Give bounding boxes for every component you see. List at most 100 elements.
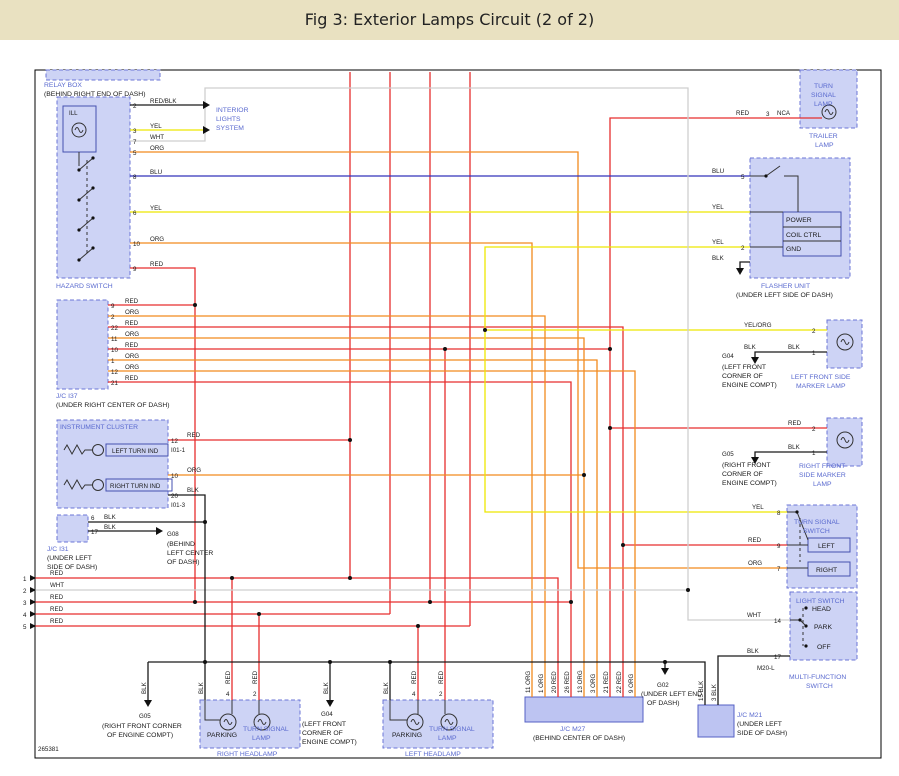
diagram-label: G05 xyxy=(139,713,151,720)
diagram-label: BLU xyxy=(712,168,724,175)
left-turn-ind-box xyxy=(105,443,169,457)
diagram-label: 10 xyxy=(171,473,178,480)
diagram-label: 2 xyxy=(23,588,27,595)
diagram-label: 7 xyxy=(777,566,781,573)
diagram-label: RED xyxy=(225,670,232,684)
connector-1-icon xyxy=(30,575,36,581)
diagram-label: LIGHTS xyxy=(216,116,241,123)
diagram-label: 3 ORG xyxy=(590,674,597,693)
diagram-label: BLK xyxy=(788,344,801,351)
diagram-label: G02 xyxy=(657,682,669,689)
diagram-label: 3 xyxy=(766,111,770,118)
right-turn-signal-lamp-icon xyxy=(253,713,271,731)
diagram-label: BLK xyxy=(383,681,390,694)
ground-g05-icon xyxy=(144,700,152,707)
diagram-label: FLASHER UNIT xyxy=(761,283,810,290)
jc-m21-box xyxy=(697,704,735,738)
diagram-label: YEL xyxy=(150,123,162,130)
diagram-label: 5 xyxy=(133,150,137,157)
diagram-label: RED xyxy=(438,670,445,684)
diagram-label: BLK xyxy=(788,444,801,451)
hazard-ill-lamp-icon xyxy=(71,122,87,138)
diagram-label: POWER xyxy=(786,217,812,224)
diagram-label: LEFT xyxy=(818,543,835,550)
diagram-label: 265381 xyxy=(38,746,59,753)
instrument-cluster-box xyxy=(56,419,169,509)
diagram-label: LAMP xyxy=(815,142,834,149)
diagram-label: 3 xyxy=(133,128,137,135)
diagram-label: PARKING xyxy=(207,732,237,739)
diagram-label: BLK xyxy=(712,255,725,262)
diagram-label: MARKER LAMP xyxy=(796,383,846,390)
diagram-label: SIDE MARKER xyxy=(799,472,846,479)
light-switch-box xyxy=(789,591,858,661)
diagram-label: BLK xyxy=(104,524,117,531)
diagram-label: BLK xyxy=(744,344,757,351)
diagram-label: 2 xyxy=(812,328,816,335)
diagram-label: G04 xyxy=(321,711,333,718)
left-parking-lamp-icon xyxy=(406,713,424,731)
wires-white xyxy=(35,87,790,621)
diagram-label: ORG xyxy=(187,467,201,474)
diagram-label: ORG xyxy=(150,145,164,152)
right-marker-lamp-icon xyxy=(836,431,854,449)
diagram-label: I01-3 xyxy=(171,502,186,509)
symbols xyxy=(30,101,759,707)
diagram-label: BLK xyxy=(747,648,760,655)
diagram-label: RED xyxy=(736,110,750,117)
wires-yellow xyxy=(130,129,827,513)
diagram-label: LAMP xyxy=(252,735,271,742)
diagram-label: YEL/ORG xyxy=(744,322,772,329)
diagram-label: 9 ORG xyxy=(628,674,635,693)
diagram-label: RED xyxy=(748,537,762,544)
lamp-icons xyxy=(71,104,854,731)
diagram-label: (RIGHT FRONT CORNER xyxy=(102,723,182,730)
right-turn-ind-box xyxy=(105,478,173,492)
diagram-label: SWITCH xyxy=(803,528,830,535)
diagram-label: RED xyxy=(150,261,164,268)
diagram-label: 21 RED xyxy=(603,671,610,693)
diagram-label: ORG xyxy=(150,236,164,243)
diagram-label: J/C M27 xyxy=(560,726,586,733)
jc-i37-box xyxy=(56,299,109,390)
connector-5-icon xyxy=(30,623,36,629)
diagram-label: BLK xyxy=(104,514,117,521)
diagram-label: (RIGHT FRONT xyxy=(722,462,771,469)
diagram-label: RED xyxy=(125,375,139,382)
diagram-label: 20 xyxy=(171,493,178,500)
diagram-label: 4 xyxy=(23,612,27,619)
diagram-label: 5 xyxy=(741,174,745,181)
diagram-label: ENGINE COMPT) xyxy=(722,480,777,487)
diagram-label: HEAD xyxy=(812,606,831,613)
right-headlamp-box xyxy=(199,699,301,749)
diagram-label: 12 xyxy=(111,369,118,376)
diagram-label: 2 xyxy=(253,691,257,698)
diagram-label: ORG xyxy=(125,309,139,316)
diagram-label: ENGINE COMPT) xyxy=(722,382,777,389)
diagram-label: BLK xyxy=(198,681,205,694)
diagram-label: BLK xyxy=(187,487,200,494)
diagram-label: 11 xyxy=(111,336,118,343)
diagram-label: (BEHIND xyxy=(167,541,195,548)
diagram-label: 4 xyxy=(226,691,230,698)
diagram-label: RIGHT FRONT xyxy=(799,463,845,470)
diagram-label: YEL xyxy=(752,504,764,511)
component-internals xyxy=(63,152,841,721)
diagram-label: RED xyxy=(50,570,64,577)
diagram-label: (UNDER LEFT xyxy=(737,721,782,728)
diagram-label: J/C I31 xyxy=(47,546,69,553)
diagram-label: NCA xyxy=(777,110,791,117)
flasher-inner-box xyxy=(782,211,842,257)
diagram-label: TURN xyxy=(814,83,833,90)
trailer-lamp-icon xyxy=(821,104,837,120)
diagram-label: PARKING xyxy=(392,732,422,739)
diagram-label: TURN SIGNAL xyxy=(243,726,289,733)
connector-2-icon xyxy=(30,587,36,593)
diagram-label: MULTI-FUNCTION xyxy=(789,674,846,681)
left-headlamp-box xyxy=(382,699,494,749)
jc-i31-box xyxy=(56,514,89,543)
diagram-label: 21 xyxy=(111,380,118,387)
diagram-label: 1 ORG xyxy=(538,674,545,693)
diagram-label: I01-1 xyxy=(171,447,186,454)
diagram-label: 4 xyxy=(412,691,416,698)
